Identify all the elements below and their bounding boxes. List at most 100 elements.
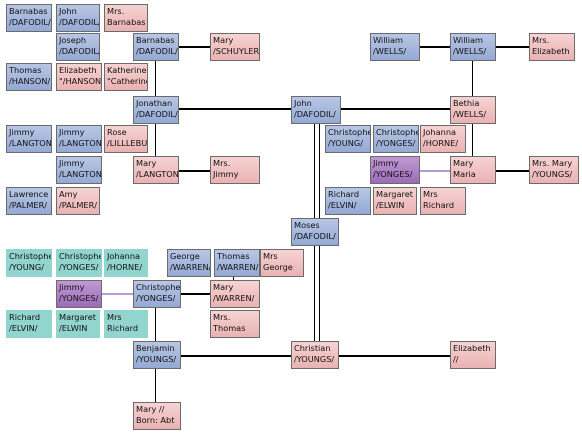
person-surname: /YOUNGS/	[532, 168, 573, 179]
person-box-joseph-dafodil[interactable]: Joseph/DAFODIL/	[56, 33, 100, 61]
person-given-name: Moses	[294, 220, 320, 230]
person-given-name: Christophe	[59, 251, 102, 261]
person-box-richard-elvin-1[interactable]: Richard/ELVIN/	[325, 187, 371, 215]
relation-line-17	[319, 124, 320, 219]
person-surname: /ELVIN/	[9, 322, 38, 333]
person-box-mary-born-abt[interactable]: Mary //Born: Abt	[133, 402, 181, 430]
person-box-margaret-elwin-2[interactable]: Margaret/ELWIN	[56, 310, 100, 338]
person-box-christophe-young-2[interactable]: Christophe/YOUNG/	[6, 249, 52, 277]
person-box-christophe-yonges-3[interactable]: Christophe/YONGES/	[133, 280, 181, 308]
person-box-johanna-horne-2[interactable]: Johanna/HORNE/	[104, 249, 148, 277]
person-given-name: Mrs. Mary	[532, 158, 573, 168]
person-box-christophe-yonges-2[interactable]: Christophe/YONGES/	[56, 249, 102, 277]
person-box-lawrence-palmer[interactable]: Lawrence/PALMER/	[6, 187, 52, 215]
relation-line-16	[314, 124, 315, 219]
person-surname: /DAFODIL/	[9, 16, 51, 27]
person-box-jimmy-langton-2[interactable]: Jimmy/LANGTON	[56, 125, 102, 153]
person-box-william-wells-2[interactable]: William/WELLS/	[450, 33, 496, 61]
person-given-name: Benjamin	[136, 343, 175, 353]
person-given-name: George	[170, 251, 200, 261]
duplicate-link-6	[420, 170, 450, 172]
person-box-william-wells-1[interactable]: William/WELLS/	[370, 33, 420, 61]
person-surname: /PALMER/	[59, 199, 98, 210]
person-given-name: Joseph	[59, 35, 87, 45]
person-box-john-dafodil-1[interactable]: John/DAFODIL/	[56, 4, 100, 32]
person-box-mary-warren[interactable]: Mary/WARREN/	[210, 280, 260, 308]
person-box-christophe-yonges-1[interactable]: Christophe/YONGES/	[373, 125, 419, 153]
person-box-jimmy-langton-3[interactable]: Jimmy/LANGTON	[56, 156, 102, 184]
person-given-name: Mrs	[263, 251, 278, 261]
person-box-rose-lilllebur[interactable]: Rose/LILLLEBUR	[104, 125, 148, 153]
person-surname: //	[453, 353, 459, 364]
person-given-name: Mrs.	[107, 6, 125, 16]
person-box-mary-langton[interactable]: Mary/LANGTON	[133, 156, 179, 184]
person-surname: /YOUNG/	[9, 261, 44, 272]
person-box-george-warren[interactable]: George/WARREN/	[167, 249, 211, 277]
person-box-mrs-mary-youngs[interactable]: Mrs. Mary/YOUNGS/	[529, 156, 579, 184]
person-box-jimmy-yonges-1[interactable]: Jimmy/YONGES/	[370, 156, 420, 184]
person-box-amy-palmer[interactable]: Amy/PALMER/	[56, 187, 100, 215]
person-box-bethia-wells[interactable]: Bethia/WELLS/	[450, 96, 496, 124]
person-box-elizabeth-slashes[interactable]: Elizabeth//	[450, 341, 496, 369]
person-given-name: Barnabas	[9, 6, 48, 16]
person-box-mrs-thomas[interactable]: Mrs.Thomas	[210, 310, 260, 338]
person-given-name: Richard	[9, 312, 41, 322]
person-given-name: Mrs.	[213, 158, 231, 168]
person-given-name: Jimmy	[9, 127, 35, 137]
relation-line-21	[155, 369, 156, 403]
person-surname: "/HANSON/	[59, 75, 102, 86]
person-surname: /HORNE/	[423, 137, 459, 148]
person-surname: /HANSON/	[9, 75, 51, 86]
person-box-barnabas-dafodil-2[interactable]: Barnabas/DAFODIL/	[133, 33, 179, 61]
person-given-name: Christian	[294, 343, 331, 353]
person-box-christophe-young-1[interactable]: Christophe/YOUNG/	[325, 125, 371, 153]
person-given-name: Christophe	[9, 251, 52, 261]
person-surname: /LILLLEBUR	[107, 137, 148, 148]
person-box-mrs-elizabeth[interactable]: Mrs.Elizabeth	[529, 33, 575, 61]
person-surname: /WARREN/	[213, 292, 255, 303]
relation-line-10	[181, 355, 291, 357]
person-box-elizabeth-hanson[interactable]: Elizabeth"/HANSON/	[56, 63, 102, 91]
person-surname: /YONGES/	[373, 168, 413, 179]
person-given-name: John	[59, 6, 77, 16]
person-surname: George	[263, 261, 293, 272]
person-box-jonathan-dafodil[interactable]: Jonathan/DAFODIL/	[133, 96, 179, 124]
person-box-jimmy-langton-1[interactable]: Jimmy/LANGTON	[6, 125, 52, 153]
person-surname: /YONGES/	[59, 292, 99, 303]
person-box-barnabas-dafodil-1[interactable]: Barnabas/DAFODIL/	[6, 4, 52, 32]
person-box-margaret-elwin-1[interactable]: Margaret/ELWIN	[373, 187, 417, 215]
person-box-moses-dafodil[interactable]: Moses/DAFODIL/	[291, 218, 339, 246]
person-surname: /DAFODIL/	[59, 45, 100, 56]
person-surname: /LANGTON	[136, 168, 179, 179]
person-given-name: Christophe	[328, 127, 371, 137]
person-given-name: Mary	[213, 282, 234, 292]
person-given-name: Jimmy	[373, 158, 399, 168]
person-given-name: Richard	[328, 189, 360, 199]
relation-line-3	[420, 46, 450, 48]
person-box-mrs-barnabas[interactable]: Mrs.Barnabas	[104, 4, 148, 32]
person-box-mary-schuyler[interactable]: Mary/SCHUYLER	[210, 33, 260, 61]
person-box-jimmy-yonges-2[interactable]: Jimmy/YONGES/	[56, 280, 102, 308]
person-box-thomas-hanson[interactable]: Thomas/HANSON/	[6, 63, 52, 91]
person-surname: /DAFODIL/	[59, 16, 100, 27]
person-box-mrs-jimmy[interactable]: Mrs.Jimmy	[210, 156, 260, 184]
person-surname: /HORNE/	[107, 261, 143, 272]
person-surname: /YOUNGS/	[136, 353, 177, 364]
person-box-katherine[interactable]: Katherine"Catherine"	[104, 63, 148, 91]
person-box-thomas-warren[interactable]: Thomas/WARREN/	[214, 249, 260, 277]
person-surname: /ELWIN	[59, 322, 88, 333]
person-surname: Barnabas	[107, 16, 146, 27]
relation-line-12	[155, 61, 156, 97]
person-box-richard-elvin-2[interactable]: Richard/ELVIN/	[6, 310, 52, 338]
person-given-name: Barnabas	[136, 35, 175, 45]
person-box-johanna-horne-1[interactable]: Johanna/HORNE/	[420, 125, 466, 153]
person-box-benjamin-youngs[interactable]: Benjamin/YOUNGS/	[133, 341, 181, 369]
person-box-christian-youngs[interactable]: Christian/YOUNGS/	[291, 341, 339, 369]
person-surname: "Catherine"	[107, 75, 147, 86]
person-box-john-dafodil-2[interactable]: John/DAFODIL/	[291, 96, 341, 124]
